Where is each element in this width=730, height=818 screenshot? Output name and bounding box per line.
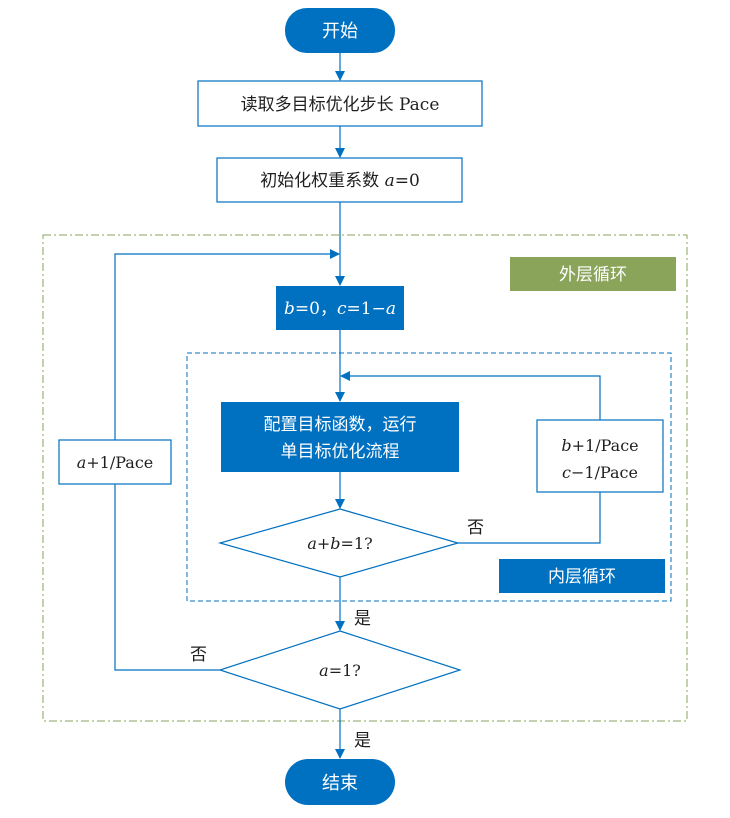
decision-ab-label: a+b=1? [307, 534, 372, 553]
init-a-label: 初始化权重系数 a=0 [260, 171, 420, 191]
update-c-label: c−1/Pace [562, 463, 638, 482]
end-label: 结束 [322, 773, 358, 794]
configure-run-line1: 配置目标函数，运行 [264, 415, 417, 435]
no-label-outer: 否 [190, 645, 207, 665]
read-step-box [197, 80, 483, 127]
init-bc-label: b=0，c=1−a [284, 299, 396, 319]
yes-label-inner: 是 [354, 609, 371, 629]
inner-loop-tag [499, 559, 665, 593]
arrow-update-a-back [114, 249, 340, 440]
arrow-update-bc-back [340, 371, 601, 420]
inner-loop-label: 内层循环 [548, 567, 616, 587]
end-terminal [285, 759, 395, 805]
read-step-label: 读取多目标优化步长 Pace [241, 95, 440, 115]
decision-a-label: a=1? [319, 661, 361, 680]
inner-loop-boundary [186, 352, 672, 602]
arrow-no-to-update-bc [458, 492, 601, 544]
outer-loop-tag [510, 257, 676, 291]
start-terminal [285, 8, 395, 53]
yes-label-outer: 是 [354, 731, 371, 751]
update-a-label: a+1/Pace [77, 453, 154, 472]
start-label: 开始 [322, 21, 358, 42]
outer-loop-label: 外层循环 [559, 265, 627, 285]
no-label-inner: 否 [467, 518, 484, 538]
update-b-label: b+1/Pace [561, 436, 638, 455]
arrow-decision-a-no [114, 484, 220, 671]
configure-run-box [221, 402, 459, 472]
outer-loop-boundary [42, 234, 688, 722]
configure-run-line2: 单目标优化流程 [281, 442, 400, 462]
update-bc-box [536, 419, 664, 493]
init-bc-box [276, 286, 404, 330]
